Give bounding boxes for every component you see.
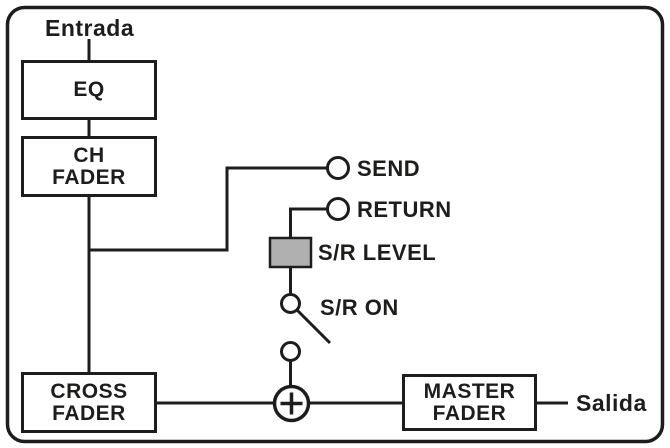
ch-fader-block[interactable]: CH FADER [21, 136, 157, 197]
send-jack-icon [326, 156, 350, 180]
sr-on-switch-contact-top [280, 293, 301, 314]
wire-return-to-srlevel [289, 207, 328, 238]
master-fader-block[interactable]: MASTER FADER [402, 374, 537, 431]
return-port-label: RETURN [357, 197, 452, 222]
sr-on-switch-contact-bottom [280, 341, 301, 362]
eq-block-label: EQ [73, 78, 105, 101]
wire-chfader-to-send [89, 166, 328, 252]
sr-on-label: S/R ON [320, 295, 399, 320]
ch-fader-label-line2: FADER [52, 165, 126, 189]
master-fader-label-line1: MASTER [423, 379, 516, 403]
output-label: Salida [576, 390, 647, 416]
return-jack-icon [326, 197, 350, 221]
input-label: Entrada [45, 15, 135, 41]
cross-fader-label-line1: CROSS [50, 379, 128, 403]
diagram-border [5, 5, 665, 444]
sr-on-switch-lever[interactable] [295, 308, 332, 345]
master-fader-label-line2: FADER [432, 401, 507, 425]
eq-block[interactable]: EQ [21, 60, 157, 120]
sr-level-box[interactable] [268, 236, 313, 269]
ch-fader-label-line1: CH [73, 143, 105, 167]
cross-fader-block[interactable]: CROSS FADER [21, 372, 157, 433]
sr-level-label: S/R LEVEL [318, 240, 437, 265]
cross-fader-label-line2: FADER [52, 401, 126, 425]
sum-plus-icon [280, 392, 303, 415]
send-port-label: SEND [357, 156, 421, 181]
